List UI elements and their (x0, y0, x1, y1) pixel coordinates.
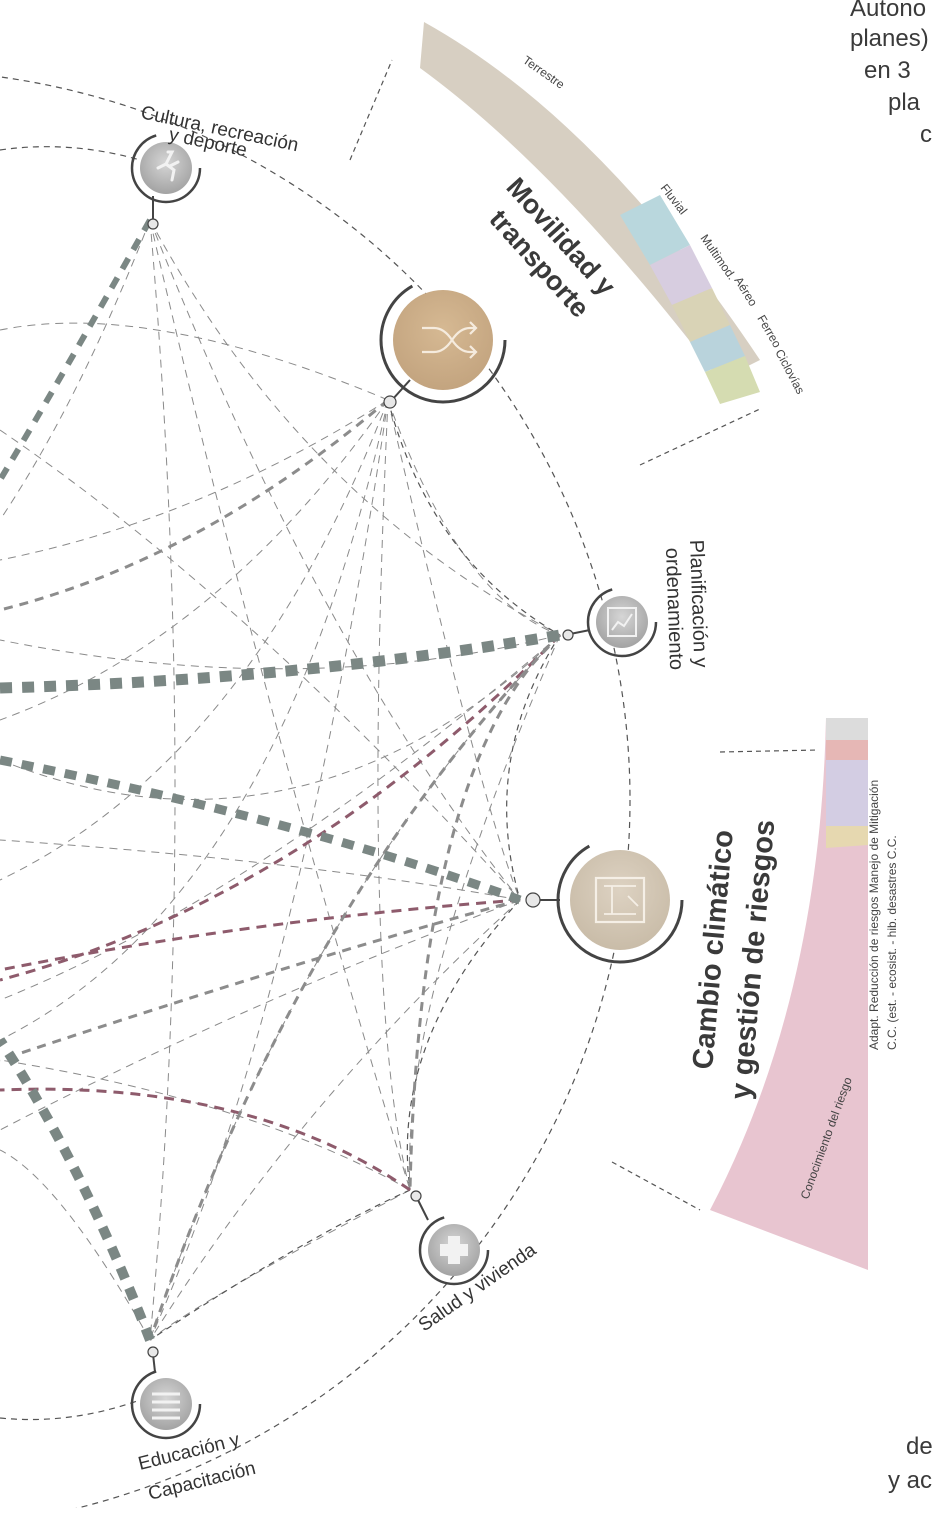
arc-seg-ciclovias (705, 356, 760, 404)
cut-text-top-1: Autono (850, 0, 927, 22)
medium-links (0, 398, 562, 1341)
shuffle-icon (422, 321, 478, 359)
movilidad-arc (349, 22, 763, 466)
short-links (149, 399, 561, 1341)
thick-links (0, 218, 561, 1342)
node-cambio[interactable] (525, 836, 684, 964)
arc-seg-aereo (672, 288, 730, 342)
cut-text-top-4: pla (888, 89, 921, 116)
arc-seg-ferreo (690, 325, 745, 372)
maroon-links (0, 633, 562, 1192)
arc-seg-fluvial (620, 195, 690, 265)
arc-label-aereo: Aéreo (731, 274, 760, 309)
main-ring (0, 76, 631, 1513)
cut-text-bottom-2: y ac (888, 1467, 932, 1494)
riesgos-legend-1: Adapt. Reducción de riesgos Manejo de Mi… (867, 780, 881, 1050)
node-planificacion[interactable] (562, 586, 658, 658)
riesgos-arc (611, 718, 868, 1270)
label-planificacion-1: Planificación y (685, 539, 711, 668)
node-salud[interactable] (410, 1190, 490, 1286)
arc-seg-manejo (826, 740, 868, 760)
map-icon (594, 876, 646, 924)
books-icon (152, 1392, 180, 1420)
arc-label-ferreo: Ferreo (754, 313, 784, 351)
health-cross-icon (440, 1236, 468, 1264)
node-educacion[interactable] (130, 1346, 202, 1440)
ring-stub-top (0, 146, 141, 161)
arc-label-ciclovias: Ciclovías (772, 347, 807, 397)
thin-links (0, 219, 561, 1341)
arc-seg-multimod (650, 245, 712, 305)
runner-icon (156, 150, 180, 182)
cut-text-top-5: c (920, 121, 932, 148)
cut-text-top-3: en 3 (864, 57, 911, 84)
node-movilidad[interactable] (379, 276, 507, 409)
arc-seg-reduccion (826, 760, 868, 826)
arc-seg-adapt (826, 825, 868, 848)
cut-text-top-2: planes) (850, 25, 929, 52)
ring-stub-bottom (0, 1399, 141, 1421)
arc-label-terrestre: Terrestre (520, 53, 567, 92)
blueprint-icon (607, 607, 637, 637)
riesgos-legend-2: C.C. (est. - ecosist. - hib. desastres C… (885, 835, 899, 1050)
cut-text-bottom-1: de (906, 1433, 932, 1460)
arc-seg-mitigacion (826, 718, 868, 740)
node-cultura[interactable] (130, 132, 202, 230)
label-planificacion-2: ordenamiento (661, 547, 687, 670)
